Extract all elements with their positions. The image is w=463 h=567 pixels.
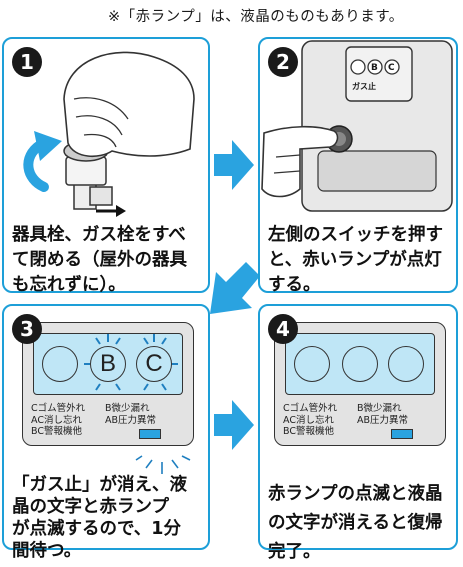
step-2-panel: ガス止 B C 2 左側のスイッチを押す と、赤いランプが点灯 する。 [258,37,458,295]
lcd-screen [285,333,435,395]
lcd-ring-1 [294,346,330,382]
device-label: ガス止 [352,82,376,91]
step-number: 2 [268,47,298,77]
arrow-right-icon-2 [214,400,254,450]
finger-pressing-switch-illustration [261,40,453,212]
arrow-right-icon [214,140,254,190]
step-4-caption: 赤ランプの点滅と液晶 の文字が消えると復帰 完了。 [268,484,443,562]
lamp-blink-rays-icon [135,455,191,474]
step-2-caption: 左側のスイッチを押す と、赤いランプが点灯 する。 [268,225,443,295]
lcd-ring-b: B [90,346,126,382]
ring-b-label: B [371,63,378,73]
arrow-down-left-icon [210,262,260,314]
note-text: ※「赤ランプ」は、液晶のものもあります。 [108,9,404,25]
ring-c-label: C [388,63,395,73]
red-lamp [139,429,161,439]
blink-rays-icon [84,334,178,391]
lcd-ring-2 [342,346,378,382]
lcd-screen: B C [33,333,183,395]
step-number: 1 [12,47,42,77]
lcd-ring-1 [42,346,78,382]
step-number: 3 [12,314,42,344]
hand-closing-valve-illustration [23,51,195,217]
red-lamp [391,429,413,439]
step-1-caption: 器具栓、ガス栓をすべ て閉める（屋外の器具 も忘れずに）。 [12,225,187,295]
step-3-caption: 「ガス止」が消え、液 晶の文字と赤ランプ が点滅するので、1分 間待つ。 [12,475,187,561]
step-1-panel: 1 器具栓、ガス栓をすべ て閉める（屋外の器具 も忘れずに）。 [2,37,210,295]
lcd-ring-3 [388,346,424,382]
lcd-ring-c: C [136,346,172,382]
step-number: 4 [268,314,298,344]
